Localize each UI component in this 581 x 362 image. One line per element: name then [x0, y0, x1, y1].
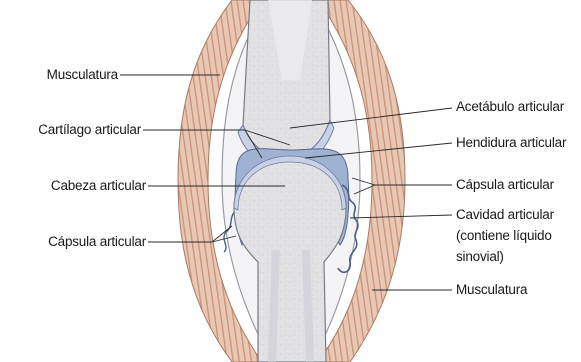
label-musculatura-left: Musculatura [26, 67, 118, 83]
label-cavidad-articular: Cavidad articular (contiene líquido sino… [456, 204, 581, 267]
label-capsula-articular-right: Cápsula articular [456, 177, 554, 193]
label-acetabulo-articular: Acetábulo articular [456, 99, 564, 115]
label-cavidad-line-1: Cavidad articular [456, 204, 581, 225]
label-cavidad-line-2: (contiene líquido [456, 225, 581, 246]
label-cartilago-articular: Cartílago articular [8, 122, 141, 138]
label-cavidad-line-3: sinovial) [456, 246, 581, 267]
label-cabeza-articular: Cabeza articular [20, 178, 146, 194]
label-capsula-articular-left: Cápsula articular [12, 234, 146, 250]
label-hendidura-articular: Hendidura articular [456, 135, 566, 151]
label-musculatura-right: Musculatura [456, 282, 527, 298]
